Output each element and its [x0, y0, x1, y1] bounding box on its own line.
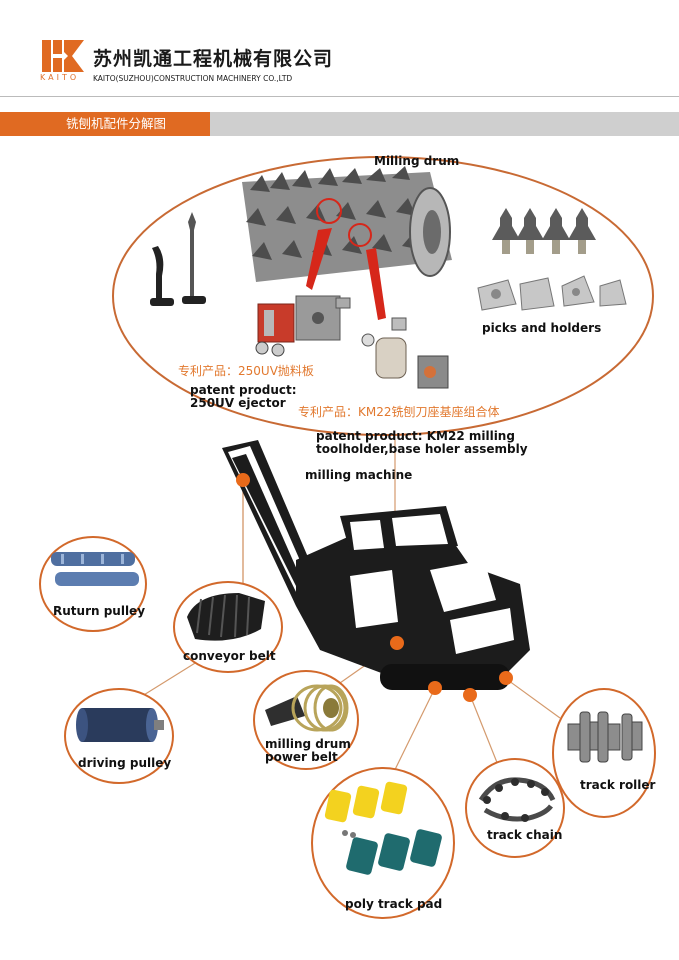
toolholder-assembly-icon [361, 317, 449, 389]
milling-drum-label: Milling drum [374, 154, 460, 168]
logo-wordmark: KAITO [40, 73, 80, 82]
part-poly-track-pad: poly track pad [311, 767, 455, 919]
power-belt-line1: milling drum [265, 737, 351, 751]
ejector-en-line2: 250UV ejector [190, 396, 286, 410]
conveyor-belt-icon [187, 593, 265, 641]
toolholder-en-label: patent product: KM22 milling toolholder,… [316, 430, 528, 456]
power-belt-icon [265, 684, 349, 732]
line-track-chain [469, 694, 501, 771]
track-roller-label: track roller [580, 778, 656, 792]
milling-machine-label: milling machine [305, 468, 413, 482]
line-track-roller [504, 677, 561, 719]
return-pulley-icon [51, 552, 139, 586]
part-track-roller: track roller [552, 688, 656, 818]
track-chain-icon [478, 777, 556, 822]
company-name-cn: 苏州凯通工程机械有限公司 [93, 48, 334, 70]
dot-track-pad [428, 681, 442, 695]
poly-track-pad-label: poly track pad [345, 897, 443, 911]
picks-and-holders-label: picks and holders [482, 321, 602, 335]
ejector-en-line1: patent product: [190, 383, 297, 397]
part-driving-pulley: driving pulley [64, 688, 174, 784]
ejector-en-label: patent product: 250UV ejector [190, 384, 297, 410]
dot-conveyor [236, 473, 250, 487]
part-track-chain: track chain [465, 758, 565, 858]
part-drum-power-belt: milling drum power belt [253, 670, 359, 770]
section-bar-accent [0, 112, 44, 136]
toolholder-en-line1: patent product: KM22 milling [316, 429, 515, 443]
header-divider [0, 96, 679, 97]
return-pulley-label: Ruturn pulley [53, 604, 146, 618]
milling-drum-icon [242, 166, 452, 320]
connector-dots [236, 473, 513, 702]
power-belt-label: milling drum power belt [265, 738, 351, 764]
kaito-logo-icon [42, 40, 84, 72]
poly-track-pad-icon [324, 781, 442, 875]
toolholder-cn-label: 专利产品：KM22铣刨刀座基座组合体 [298, 405, 500, 419]
driving-pulley-label: driving pulley [78, 756, 172, 770]
part-conveyor-belt: conveyor belt [173, 581, 283, 673]
toolholder-en-line2: toolholder,base holer assembly [316, 442, 528, 456]
track-roller-icon [567, 711, 643, 763]
section-title: 铣刨机配件分解图 [44, 112, 210, 136]
track-chain-label: track chain [487, 828, 563, 842]
exploded-view-ellipse [112, 156, 654, 436]
ejector-cn-label: 专利产品：250UV抛料板 [178, 364, 314, 378]
driving-pulley-icon [76, 708, 164, 742]
company-name-en: KAITO(SUZHOU)CONSTRUCTION MACHINERY CO.,… [93, 74, 293, 83]
ejector-parts-icon [255, 295, 351, 357]
part-return-pulley: Ruturn pulley [39, 536, 147, 632]
conveyor-belt-label: conveyor belt [183, 649, 276, 663]
picks-and-holders-icon [477, 208, 627, 311]
dot-track-chain [463, 688, 477, 702]
power-belt-line2: power belt [265, 750, 338, 764]
dot-drum [390, 636, 404, 650]
tool-stand-icon [150, 212, 206, 306]
dot-track-roller [499, 671, 513, 685]
